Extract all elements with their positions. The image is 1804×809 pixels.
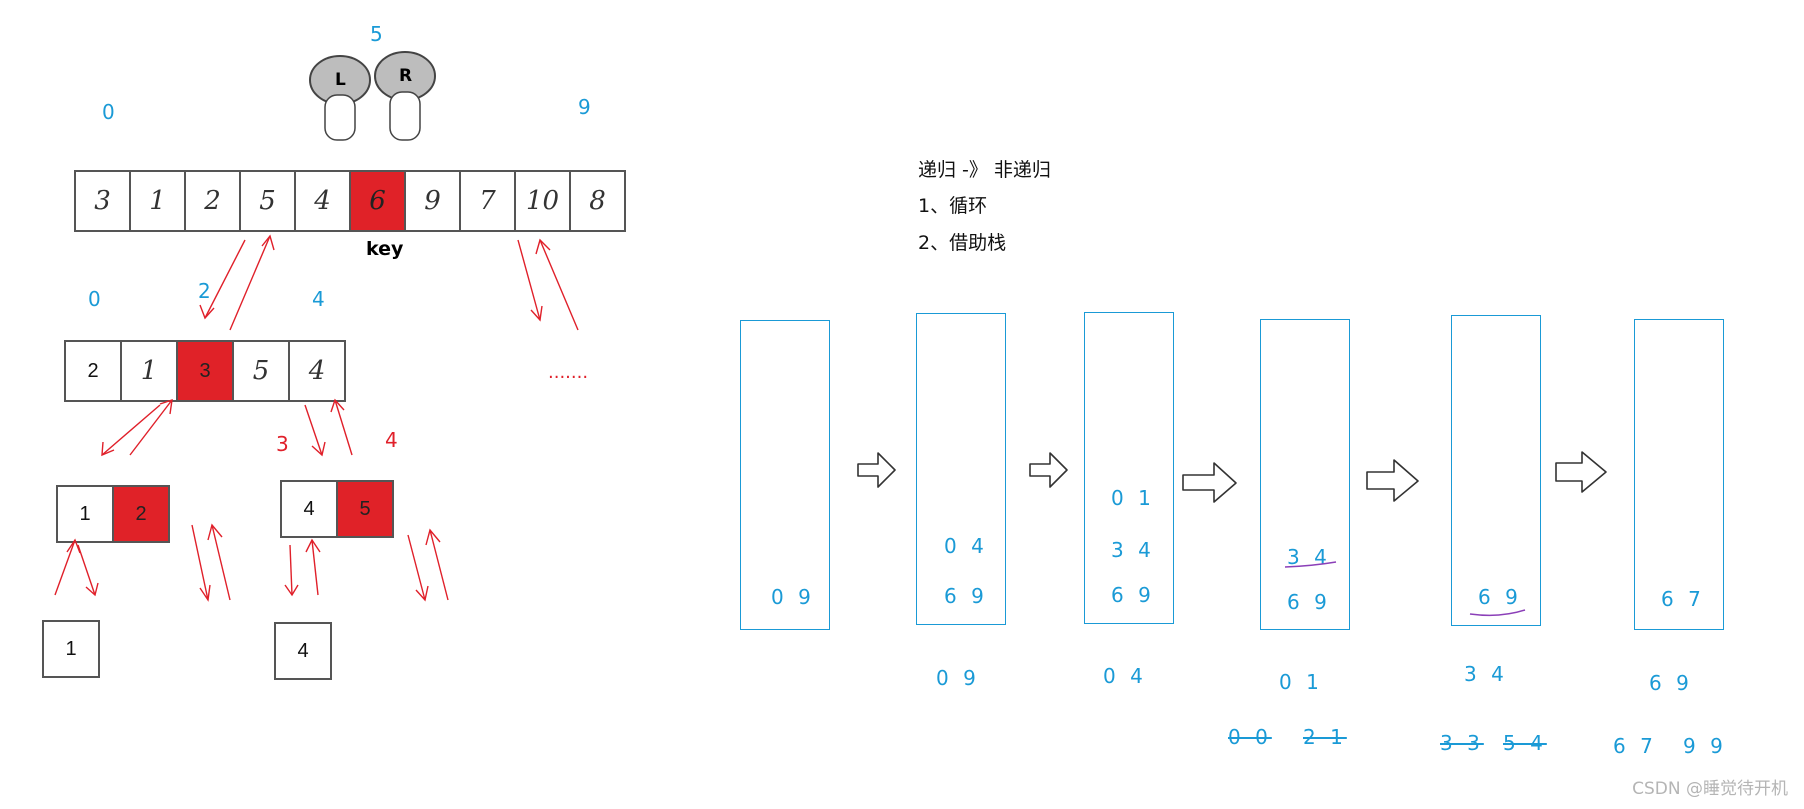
level3-right-index-b: 4 [385, 428, 398, 452]
popped-range: 9 9 [1683, 734, 1727, 758]
watermark: CSDN @睡觉待开机 [1632, 779, 1788, 799]
array-cell-pivot: 6 [349, 170, 406, 232]
level3-right-array: 4 5 [280, 480, 400, 538]
key-label: key [366, 238, 404, 260]
array-cell-pivot: 3 [176, 340, 234, 402]
popped-range-crossed: 3 3 [1440, 731, 1484, 755]
array-cell: 4 [288, 340, 346, 402]
stack-state-6 [1634, 319, 1724, 630]
right-arrow-icon [1366, 459, 1419, 502]
level2-array: 2 1 3 5 4 [64, 340, 354, 402]
array-cell: 1 [129, 170, 186, 232]
stack-item: 0 1 [1111, 486, 1155, 510]
array-cell: 9 [404, 170, 461, 232]
level2-index-c: 4 [312, 287, 325, 311]
stack-state-4 [1260, 319, 1350, 630]
index-right: 9 [578, 95, 591, 119]
helmet-figures-icon [309, 51, 436, 141]
array-cell-pivot: 2 [112, 485, 170, 543]
array-cell: 5 [239, 170, 296, 232]
top-array: 3 1 2 5 4 6 9 7 10 8 [74, 170, 634, 232]
helmet-label-left: L [335, 70, 346, 90]
stack-item: 6 7 [1661, 587, 1705, 611]
popped-range: 3 4 [1464, 662, 1508, 686]
array-cell: 4 [294, 170, 351, 232]
stack-item: 6 9 [1287, 590, 1331, 614]
popped-range-crossed: 2 1 [1303, 725, 1347, 749]
stack-state-1 [740, 320, 830, 630]
popped-range: 0 9 [936, 666, 980, 690]
stack-item: 0 9 [771, 585, 815, 609]
level3-right-index-a: 3 [276, 432, 289, 456]
note-line-1: 递归 -》 非递归 [918, 159, 1051, 181]
array-cell: 8 [569, 170, 626, 232]
level3-left-array: 1 2 [56, 485, 176, 543]
stack-item: 3 4 [1287, 545, 1331, 569]
array-cell: 3 [74, 170, 131, 232]
right-arrow-icon [1555, 451, 1607, 493]
stack-item: 6 9 [1478, 585, 1522, 609]
helmet-label-right: R [399, 66, 413, 86]
ellipsis-dots: ....... [548, 362, 589, 383]
index-mid: 5 [370, 22, 383, 46]
array-cell: 4 [280, 480, 338, 538]
stack-item: 6 9 [944, 584, 988, 608]
stack-state-2 [916, 313, 1006, 625]
popped-range-crossed: 0 0 [1228, 725, 1272, 749]
level4-right-cell: 4 [274, 622, 332, 680]
array-cell: 10 [514, 170, 571, 232]
index-left: 0 [102, 100, 115, 124]
stack-item: 6 9 [1111, 583, 1155, 607]
level2-index-b: 2 [198, 279, 211, 303]
stack-state-5 [1451, 315, 1541, 626]
array-cell: 2 [184, 170, 241, 232]
array-cell: 7 [459, 170, 516, 232]
level4-left-cell: 1 [42, 620, 100, 678]
note-line-3: 2、借助栈 [918, 232, 1007, 254]
right-arrow-icon [1182, 462, 1237, 503]
popped-range: 6 7 [1613, 734, 1657, 758]
right-arrow-icon [857, 452, 896, 488]
popped-range-crossed: 5 4 [1503, 731, 1547, 755]
array-cell-pivot: 5 [336, 480, 394, 538]
array-cell: 5 [232, 340, 290, 402]
right-arrow-icon [1029, 452, 1068, 488]
note-line-2: 1、循环 [918, 195, 988, 217]
popped-range: 0 1 [1279, 670, 1323, 694]
popped-range: 6 9 [1649, 671, 1693, 695]
cartoon-figures: L R [300, 50, 450, 150]
popped-range: 0 4 [1103, 664, 1147, 688]
stack-item: 3 4 [1111, 538, 1155, 562]
stack-state-3 [1084, 312, 1174, 624]
array-cell: 1 [120, 340, 178, 402]
level2-index-a: 0 [88, 287, 101, 311]
stack-item: 0 4 [944, 534, 988, 558]
